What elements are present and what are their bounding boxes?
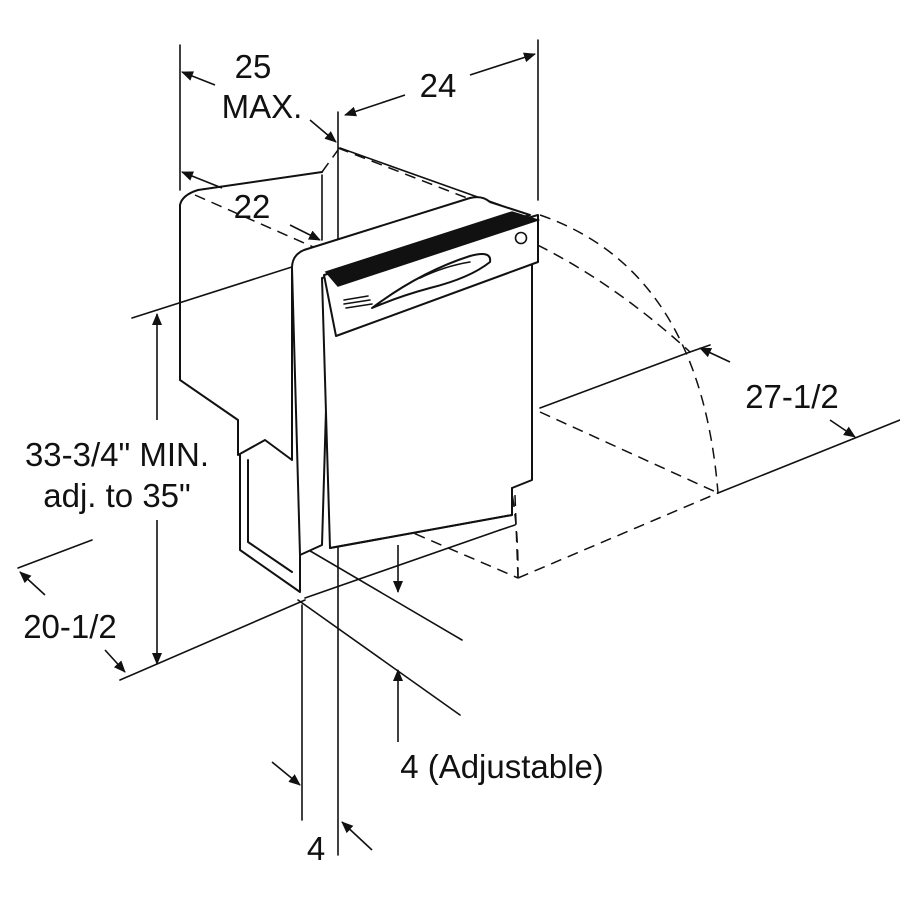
label-height-adj: adj. to 35" <box>43 477 191 514</box>
label-4-toe: 4 <box>307 830 325 867</box>
cabinet-side-wall <box>179 171 323 593</box>
label-24: 24 <box>420 67 457 104</box>
dishwasher-unit <box>291 196 541 599</box>
power-knob <box>514 231 528 245</box>
label-4-adjustable: 4 (Adjustable) <box>400 748 604 785</box>
dimension-arrows <box>19 52 856 851</box>
label-max: MAX. <box>222 88 303 125</box>
label-height-min: 33-3/4" MIN. <box>25 436 209 473</box>
vent-slots <box>343 295 373 309</box>
control-strip <box>324 211 541 287</box>
label-20-1-2: 20-1/2 <box>23 608 117 645</box>
door-handle <box>371 253 492 309</box>
label-25: 25 <box>235 48 272 85</box>
dimension-labels: 25 MAX. 24 22 27-1/2 33-3/4" MIN. adj. t… <box>23 48 839 867</box>
label-27-1-2: 27-1/2 <box>745 378 839 415</box>
label-22: 22 <box>234 188 271 225</box>
floor-lines <box>17 39 900 856</box>
